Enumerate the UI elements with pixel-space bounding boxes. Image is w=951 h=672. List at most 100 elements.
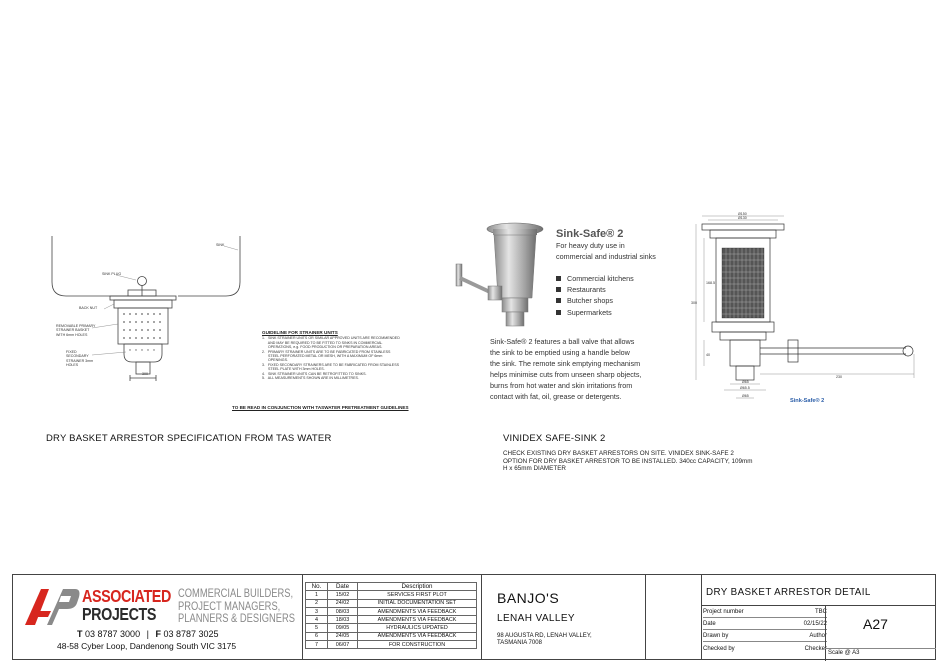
tagline-line: PLANNERS & DESIGNERS bbox=[178, 611, 296, 625]
fax-number: 03 8787 3025 bbox=[163, 629, 219, 639]
vinidex-note: CHECK EXISTING DRY BASKET ARRESTORS ON S… bbox=[503, 450, 783, 473]
project-name: BANJO'S bbox=[497, 590, 560, 606]
tagline-line: COMMERCIAL BUILDERS, bbox=[178, 586, 294, 600]
dim-label: 168.5 bbox=[706, 281, 715, 285]
guideline-line: OPENINGS. bbox=[262, 358, 288, 363]
sheet-title: DRY BASKET ARRESTOR DETAIL bbox=[706, 587, 871, 598]
company-address: 48-58 Cyber Loop, Dandenong South VIC 31… bbox=[57, 641, 237, 651]
note-line: CHECK EXISTING DRY BASKET ARRESTORS ON S… bbox=[503, 450, 734, 457]
checked-by: Checker bbox=[804, 645, 827, 652]
caption-vinidex: VINIDEX SAFE-SINK 2 bbox=[503, 433, 606, 444]
company-tagline: COMMERCIAL BUILDERS, PROJECT MANAGERS, P… bbox=[178, 587, 328, 625]
list-item: Restaurants bbox=[556, 284, 686, 295]
sheet-info-fields: Project number TBC Date 02/15/22 Drawn b… bbox=[703, 607, 827, 655]
sink-safe-subtitle-line: commercial and industrial sinks bbox=[556, 252, 656, 261]
sink-safe-description: Sink-Safe® 2 features a ball valve that … bbox=[490, 336, 660, 403]
note-line: OPTION FOR DRY BASKET ARRESTOR TO BE INS… bbox=[503, 457, 753, 465]
guideline-line: STEEL PLATE WITH 3mm HOLES. bbox=[262, 367, 325, 372]
project-number-label: Project number bbox=[703, 609, 744, 615]
description-line: the sink. The remote sink emptying mecha… bbox=[490, 359, 641, 369]
footer-note: TO BE READ IN CONJUNCTION WITH TASWATER … bbox=[232, 405, 409, 410]
note-line: H x 65mm DIAMETER bbox=[503, 465, 566, 473]
company-name-line2: PROJECTS bbox=[82, 604, 157, 624]
rev-description: SERVICES FIRST PLOT bbox=[357, 590, 477, 600]
sink-safe-product-photo bbox=[455, 222, 544, 327]
guideline-line: 3. FIXED SECONDARY STRAINERS ARE TO BE F… bbox=[262, 362, 399, 367]
rev-no: 6 bbox=[305, 631, 328, 642]
sink-safe-subtitle-line: For heavy duty use in bbox=[556, 241, 625, 250]
dim-label: Ø130 bbox=[738, 216, 747, 220]
description-line: contact with fat, oil, grease or deterge… bbox=[490, 392, 622, 402]
rev-col-date: Date bbox=[327, 581, 358, 592]
rev-date: 09/05 bbox=[327, 623, 358, 633]
dim-label: Ø65.5 bbox=[740, 386, 750, 390]
rev-col-description: Description bbox=[357, 581, 477, 592]
drawn-by-label: Drawn by bbox=[703, 632, 729, 639]
list-item: Supermarkets bbox=[556, 307, 686, 318]
dim-label: Ø65 bbox=[742, 394, 749, 398]
description-line: the sink to be emptied using a handle be… bbox=[490, 348, 630, 358]
guideline-line: OPERATIONS, e.g. FOOD PRODUCTION OR PREP… bbox=[262, 345, 383, 350]
rev-description: AMENDMENTS VIA FEEDBACK bbox=[357, 631, 477, 642]
rev-no: 5 bbox=[305, 623, 328, 633]
dim-label: Ø65 bbox=[742, 380, 749, 384]
rev-description: HYDRAULICS UPDATED bbox=[357, 623, 477, 633]
rev-date: 24/05 bbox=[327, 631, 358, 642]
guideline-block: GUIDELINE FOR STRAINER UNITS 1. SINK STR… bbox=[262, 330, 402, 380]
description-line: Sink-Safe® 2 features a ball valve that … bbox=[490, 337, 635, 346]
project-location: LENAH VALLEY bbox=[497, 613, 575, 624]
rev-date: 24/02 bbox=[327, 598, 358, 608]
guideline-line: AND MAY BE REQUIRED TO BE FITTED TO SINK… bbox=[262, 340, 383, 345]
rev-description: INITIAL DOCUMENTATION SET bbox=[357, 598, 477, 608]
sink-strainer-section-drawing bbox=[51, 236, 241, 381]
address-line: TASMANIA 7008 bbox=[497, 640, 542, 647]
field-row: Date 02/15/22 bbox=[703, 618, 827, 630]
description-line: helps minimise cuts from unseen sharp ob… bbox=[490, 370, 642, 380]
title-block: ASSOCIATED PROJECTS COMMERCIAL BUILDERS,… bbox=[12, 574, 936, 661]
date-label: Date bbox=[703, 620, 716, 627]
guideline-line: 1. SINK STRAINER UNITS OR SIMILAR APPROV… bbox=[262, 336, 400, 341]
label-primary-strainer: REMOVABLE PRIMARY STRAINER BASKET WITH 6… bbox=[56, 324, 96, 337]
dim-label: 230 bbox=[836, 375, 842, 379]
rev-col-no: No. bbox=[305, 581, 328, 592]
label-sink-plug: SINK PLUG bbox=[102, 272, 122, 276]
dim-label: 40 bbox=[706, 353, 710, 357]
sheet-date: 02/15/22 bbox=[803, 620, 827, 627]
guideline-title: GUIDELINE FOR STRAINER UNITS bbox=[262, 330, 338, 335]
rev-description: AMENDMENTS VIA FEEDBACK bbox=[357, 606, 477, 617]
label-secondary-strainer: FIXED SECONDARY STRAINER 3mm HOLES bbox=[66, 350, 94, 368]
rev-no: 1 bbox=[305, 590, 328, 600]
label-dimension: 300 bbox=[142, 372, 148, 376]
list-item: Commercial kitchens bbox=[556, 273, 686, 284]
phone-label: T bbox=[77, 629, 83, 639]
project-number: TBC bbox=[815, 609, 827, 615]
field-row: Checked by Checker bbox=[703, 642, 827, 655]
checked-by-label: Checked by bbox=[703, 645, 735, 652]
sink-safe-technical-drawing: Ø150 Ø130 300 168.5 40 Ø65 Ø65.5 Ø65 230… bbox=[691, 212, 915, 404]
guideline-line: 5. ALL MEASUREMENTS SHOWN ARE IN MILLIME… bbox=[262, 376, 359, 381]
sink-safe-copy: Sink-Safe® 2 For heavy duty use in comme… bbox=[556, 228, 686, 318]
guideline-line: STEEL PERFORATED METAL OR MESH, WITH A M… bbox=[262, 354, 383, 359]
project-address: 98 AUGUSTA RD, LENAH VALLEY, TASMANIA 70… bbox=[497, 633, 592, 648]
fax-label: F bbox=[155, 629, 161, 639]
caption-tas-water: DRY BASKET ARRESTOR SPECIFICATION FROM T… bbox=[46, 433, 332, 444]
drawn-by: Author bbox=[809, 632, 827, 639]
company-name-line1: ASSOCIATED bbox=[82, 586, 171, 606]
tagline-line: PROJECT MANAGERS, bbox=[178, 598, 281, 613]
label-sink: SINK bbox=[216, 243, 225, 247]
rev-date: 18/03 bbox=[327, 615, 358, 625]
rev-date: 08/03 bbox=[327, 606, 358, 617]
associated-projects-logo-icon bbox=[25, 589, 80, 625]
guideline-list: 1. SINK STRAINER UNITS OR SIMILAR APPROV… bbox=[262, 336, 402, 380]
revision-header-row: No. Date Description bbox=[305, 581, 477, 592]
rev-no: 7 bbox=[305, 640, 328, 650]
rev-no: 2 bbox=[305, 598, 328, 608]
